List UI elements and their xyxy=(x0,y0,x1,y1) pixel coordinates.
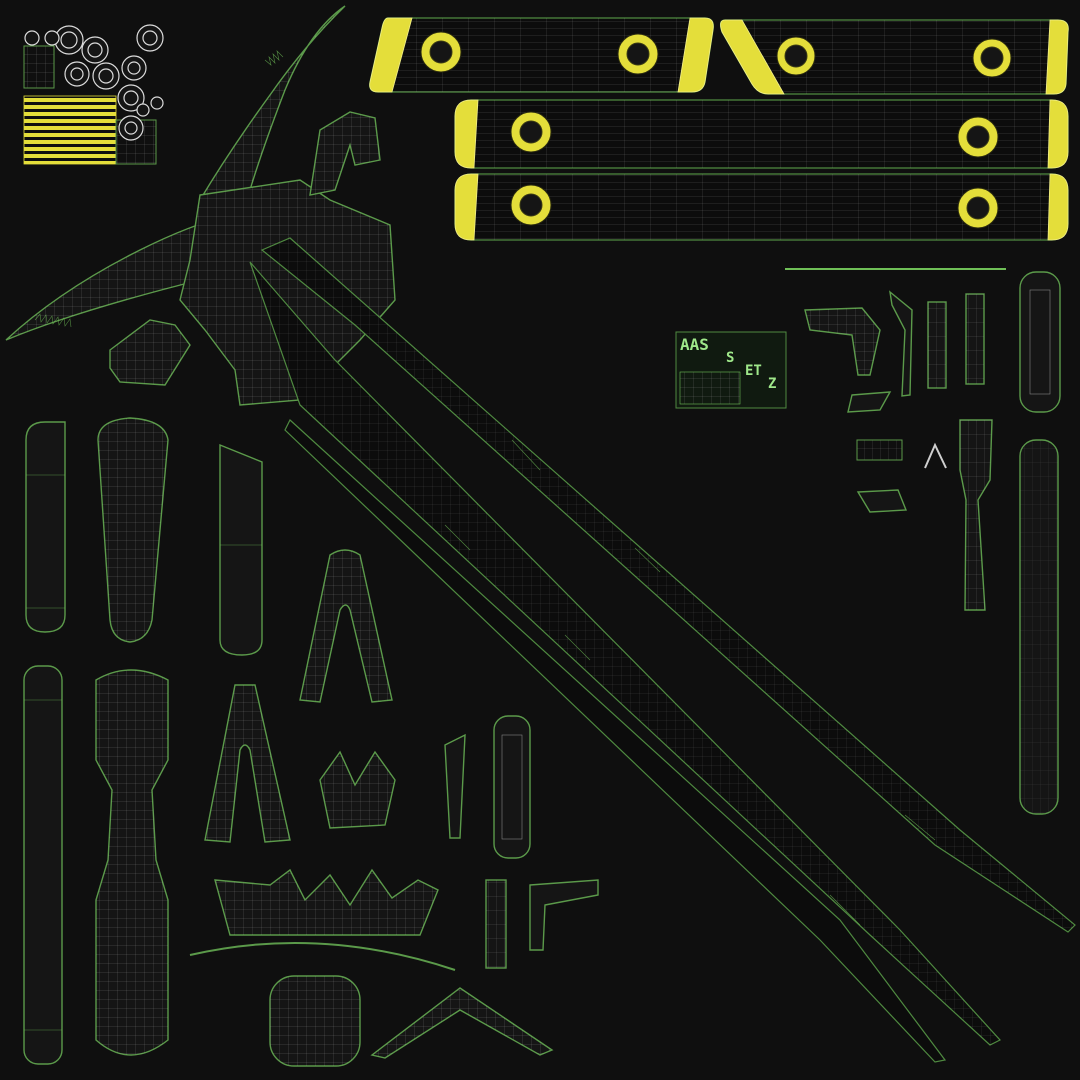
grip-parts-left xyxy=(23,417,263,1065)
handle-scale-1 xyxy=(369,17,714,93)
guard-parts-center xyxy=(189,549,599,1067)
bolt-uv-cluster xyxy=(23,24,164,165)
texture-glyph-line-2: S xyxy=(726,350,734,366)
letter-texture-patch: AAS S ET Z xyxy=(675,331,787,409)
texture-glyph-line-4: Z xyxy=(768,376,776,392)
shaft-uv-shell xyxy=(249,237,1076,1063)
handle-scale-2 xyxy=(719,19,1069,95)
small-parts-right xyxy=(804,271,1061,815)
pick-head-uv-shell xyxy=(5,5,396,406)
handle-scale-3 xyxy=(454,99,1069,169)
texture-glyph-line-3: ET xyxy=(745,363,762,379)
texture-glyph-line-1: AAS xyxy=(680,335,709,354)
handle-scale-4 xyxy=(454,173,1069,241)
